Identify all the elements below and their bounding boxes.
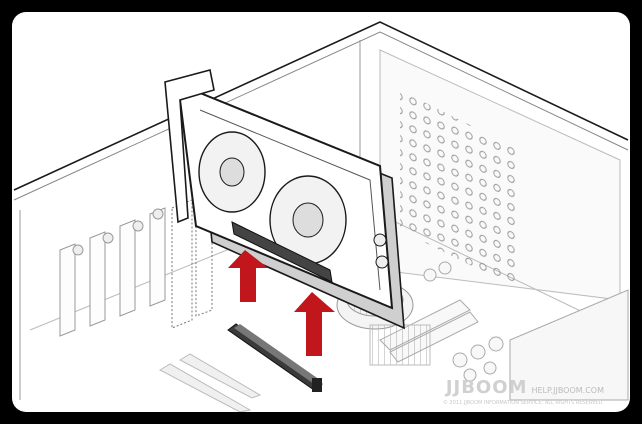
pcie-connector bbox=[231, 221, 333, 283]
insert-arrow-left bbox=[228, 250, 268, 302]
watermark-copyright: © 2011 JJBOOM INFORMATION SERVICE. ALL R… bbox=[442, 400, 604, 406]
expansion-brackets bbox=[59, 207, 166, 337]
pcie-slot bbox=[227, 323, 323, 392]
watermark: JJBOOM HELP.JJBOOM.COM bbox=[446, 377, 604, 398]
graphics-card bbox=[164, 69, 405, 330]
installation-diagram bbox=[13, 21, 629, 412]
slot-cover-outline bbox=[171, 199, 193, 329]
watermark-brand: JJBOOM bbox=[445, 377, 528, 398]
vent-holes bbox=[400, 90, 520, 290]
motherboard-components bbox=[369, 261, 504, 382]
insert-arrows bbox=[228, 250, 335, 356]
illustration-panel: JJBOOM HELP.JJBOOM.COM © 2011 JJBOOM INF… bbox=[12, 12, 630, 412]
fan-right bbox=[269, 175, 347, 265]
card-bracket bbox=[164, 69, 215, 224]
watermark-url: HELP.JJBOOM.COM bbox=[531, 386, 604, 395]
secondary-slots bbox=[158, 353, 262, 412]
insert-arrow-right bbox=[294, 292, 335, 356]
fan-left bbox=[198, 131, 266, 213]
